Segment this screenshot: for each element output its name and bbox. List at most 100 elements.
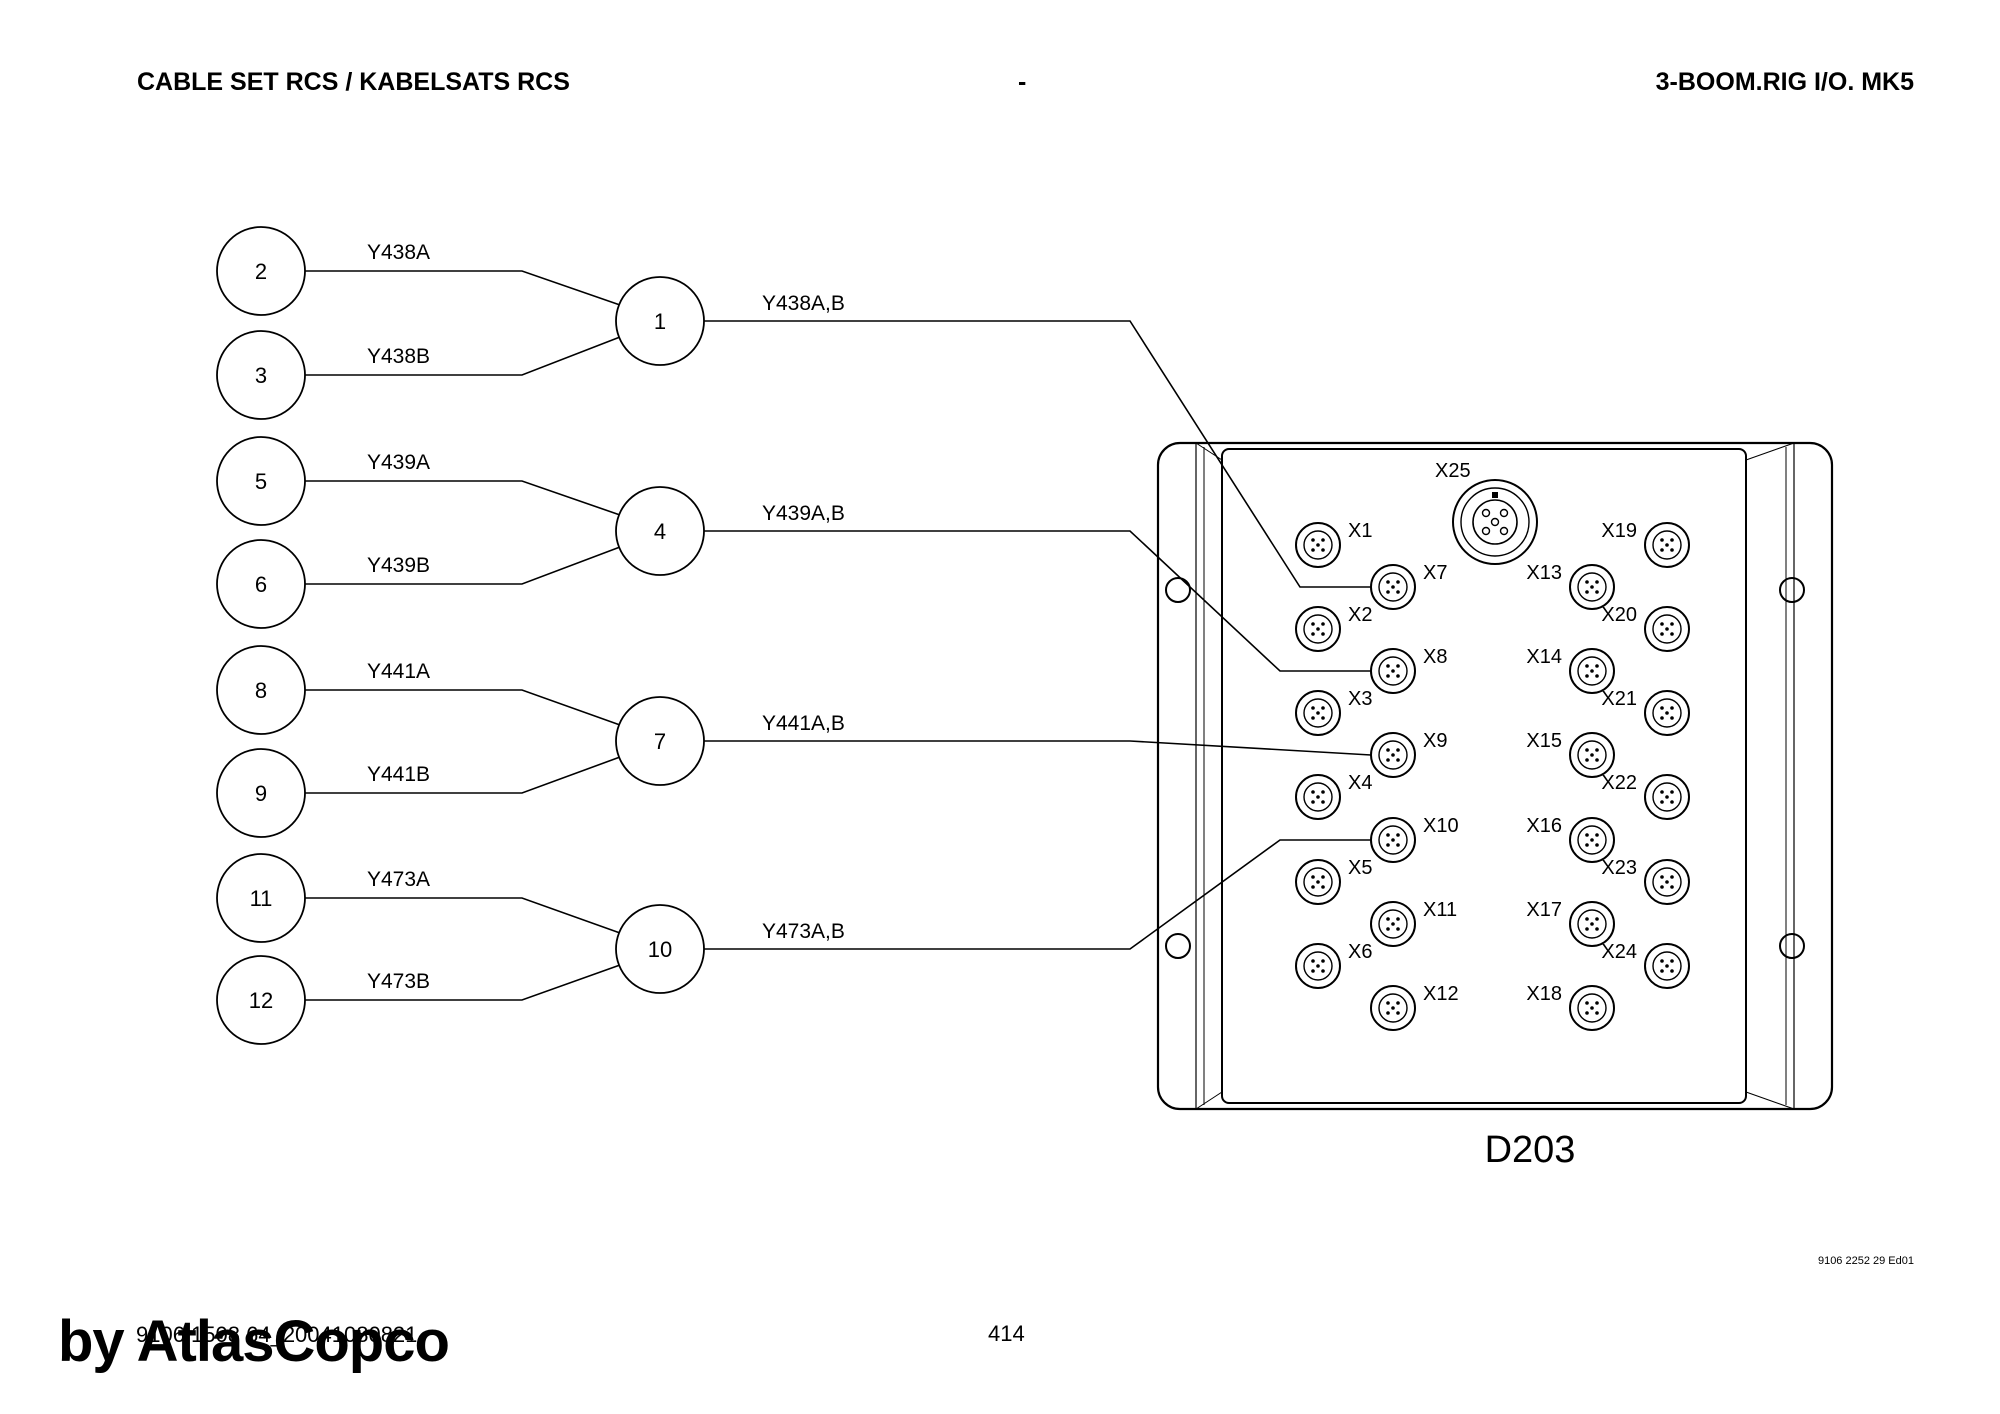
connector-label: X20 — [1601, 604, 1637, 626]
connector-x19: X19 — [1601, 520, 1690, 568]
connector-x3: X3 — [1295, 688, 1372, 736]
cable-label: Y438B — [367, 345, 430, 368]
mount-hole-icon — [1779, 577, 1805, 603]
module-name: D203 — [1485, 1129, 1576, 1171]
mount-hole-icon — [1165, 577, 1191, 603]
connector-x25: X25 — [1435, 460, 1538, 565]
document-id: 9106 2252 29 Ed01 — [1817, 1255, 1914, 1267]
branch-node-8: 8 — [216, 645, 306, 735]
mount-hole-icon — [1165, 933, 1191, 959]
watermark: by AtlasCopco — [58, 1309, 450, 1374]
cable-group-10: 11 Y473A 12 Y473B Y473A,B 10 — [216, 853, 845, 1045]
connector-x1: X1 — [1295, 520, 1372, 568]
connector-label: X2 — [1348, 604, 1372, 626]
connector-x22: X22 — [1601, 772, 1690, 820]
cable-label: Y438A — [367, 241, 430, 264]
hub-node-1: 1 — [615, 276, 705, 366]
connector-label: X15 — [1526, 730, 1562, 752]
connector-x2: X2 — [1295, 604, 1372, 652]
node-number: 8 — [255, 678, 267, 703]
mount-hole-icon — [1779, 933, 1805, 959]
hub-node-4: 4 — [615, 486, 705, 576]
footer-code: 9106 1508 64_20041080821 — [136, 1322, 418, 1347]
connector-x13: X13 — [1526, 562, 1615, 610]
connector-label: X12 — [1423, 983, 1459, 1005]
connector-label: X13 — [1526, 562, 1562, 584]
connector-label: X9 — [1423, 730, 1447, 752]
branch-node-11: 11 — [216, 853, 306, 943]
cable-label: Y439B — [367, 554, 430, 577]
trunk-label: Y473A,B — [762, 920, 845, 943]
cable-label: Y473A — [367, 868, 430, 891]
connector-x16: X16 — [1526, 815, 1615, 863]
header-title-right: 3-BOOM.RIG I/O. MK5 — [1655, 68, 1914, 96]
connector-label: X19 — [1601, 520, 1637, 542]
connector-label: X6 — [1348, 941, 1372, 963]
connector-x14: X14 — [1526, 646, 1615, 694]
cable-label: Y441A — [367, 660, 430, 683]
connector-label: X22 — [1601, 772, 1637, 794]
branch-node-2: 2 — [216, 226, 306, 316]
node-number: 4 — [654, 519, 666, 544]
cable-label: Y439A — [367, 451, 430, 474]
trunk-label: Y441A,B — [762, 712, 845, 735]
connector-label: X4 — [1348, 772, 1372, 794]
connector-x17: X17 — [1526, 899, 1615, 947]
cable-nodes: 2Y438A3Y438BY438A,B15Y439A6Y439BY439A,B4… — [216, 226, 845, 1045]
connector-label: X21 — [1601, 688, 1637, 710]
hub-node-7: 7 — [615, 696, 705, 786]
connector-x4: X4 — [1295, 772, 1372, 820]
header-center-dash: - — [1018, 68, 1027, 96]
branch-node-9: 9 — [216, 748, 306, 838]
page-number: 414 — [988, 1321, 1025, 1346]
node-number: 12 — [249, 988, 273, 1013]
connector-label: X1 — [1348, 520, 1372, 542]
node-number: 1 — [654, 309, 666, 334]
connector-x5: X5 — [1295, 857, 1372, 905]
connector-x11: X11 — [1370, 899, 1457, 947]
connector-label: X18 — [1526, 983, 1562, 1005]
branch-node-3: 3 — [216, 330, 306, 420]
connector-label: X14 — [1526, 646, 1562, 668]
module-housing — [1156, 441, 1834, 1111]
node-number: 9 — [255, 781, 267, 806]
header-title-left: CABLE SET RCS / KABELSATS RCS — [137, 68, 570, 96]
node-number: 6 — [255, 572, 267, 597]
module-ports: X1X2X3X4X5X6X7X8X9X10X11X12X13X14X15X16X… — [1295, 460, 1690, 1031]
connector-label: X10 — [1423, 815, 1459, 837]
connector-label: X24 — [1601, 941, 1637, 963]
connector-x10: X10 — [1370, 815, 1459, 863]
node-number: 3 — [255, 363, 267, 388]
node-number: 10 — [648, 937, 672, 962]
connector-x12: X12 — [1370, 983, 1459, 1031]
connector-label: X5 — [1348, 857, 1372, 879]
wires — [305, 270, 1372, 1001]
connector-label: X7 — [1423, 562, 1447, 584]
node-number: 7 — [654, 729, 666, 754]
cable-group-4: 5 Y439A 6 Y439B Y439A,B 4 — [216, 436, 845, 629]
trunk-label: Y439A,B — [762, 502, 845, 525]
cable-group-7: 8 Y441A 9 Y441B Y441A,B 7 — [216, 645, 845, 838]
connector-label: X3 — [1348, 688, 1372, 710]
connector-x20: X20 — [1601, 604, 1690, 652]
branch-node-5: 5 — [216, 436, 306, 526]
connector-x8: X8 — [1370, 646, 1447, 694]
connector-x23: X23 — [1601, 857, 1690, 905]
connector-x7: X7 — [1370, 562, 1447, 610]
hub-node-10: 10 — [615, 904, 705, 994]
node-number: 11 — [250, 886, 273, 911]
connector-x15: X15 — [1526, 730, 1615, 778]
connector-x6: X6 — [1295, 941, 1372, 989]
connector-label: X8 — [1423, 646, 1447, 668]
node-number: 2 — [255, 259, 267, 284]
branch-node-12: 12 — [216, 955, 306, 1045]
connector-label: X25 — [1435, 460, 1471, 482]
node-number: 5 — [255, 469, 267, 494]
cable-label: Y473B — [367, 970, 430, 993]
cable-label: Y441B — [367, 763, 430, 786]
connector-label: X16 — [1526, 815, 1562, 837]
connector-x21: X21 — [1601, 688, 1690, 736]
connector-x9: X9 — [1370, 730, 1447, 778]
connector-label: X23 — [1601, 857, 1637, 879]
